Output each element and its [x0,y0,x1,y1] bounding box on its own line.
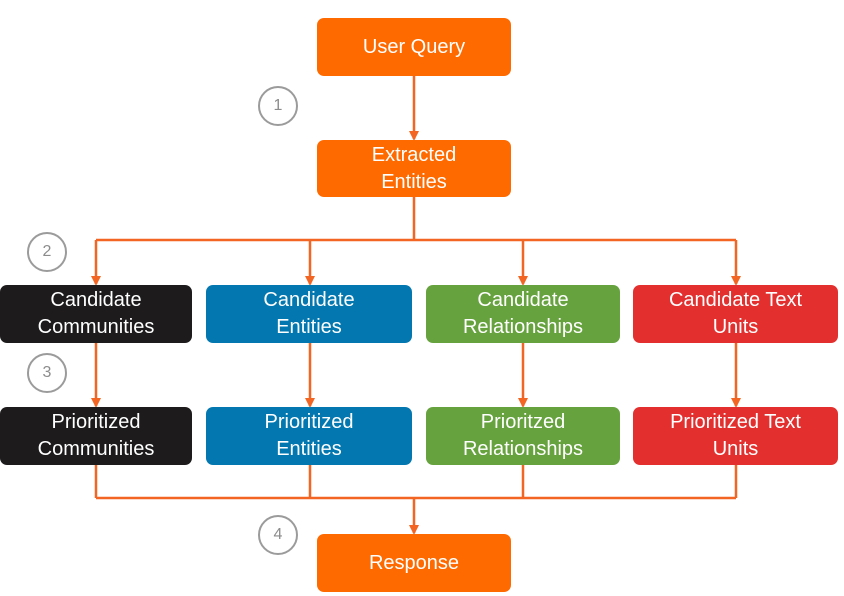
prioritized-text-units-node: Prioritized Text Units [633,407,838,465]
step-marker-1: 1 [258,86,298,126]
prioritized-communities-node: Prioritized Communities [0,407,192,465]
step-marker-3: 3 [27,353,67,393]
step-marker-2: 2 [27,232,67,272]
candidate-communities-node: Candidate Communities [0,285,192,343]
user-query-node: User Query [317,18,511,76]
prioritized-relationships-node: Prioritzed Relationships [426,407,620,465]
prioritized-entities-node: Prioritized Entities [206,407,412,465]
candidate-entities-node: Candidate Entities [206,285,412,343]
candidate-relationships-node: Candidate Relationships [426,285,620,343]
candidate-text-units-node: Candidate Text Units [633,285,838,343]
response-node: Response [317,534,511,592]
extracted-entities-node: Extracted Entities [317,140,511,197]
step-marker-4: 4 [258,515,298,555]
